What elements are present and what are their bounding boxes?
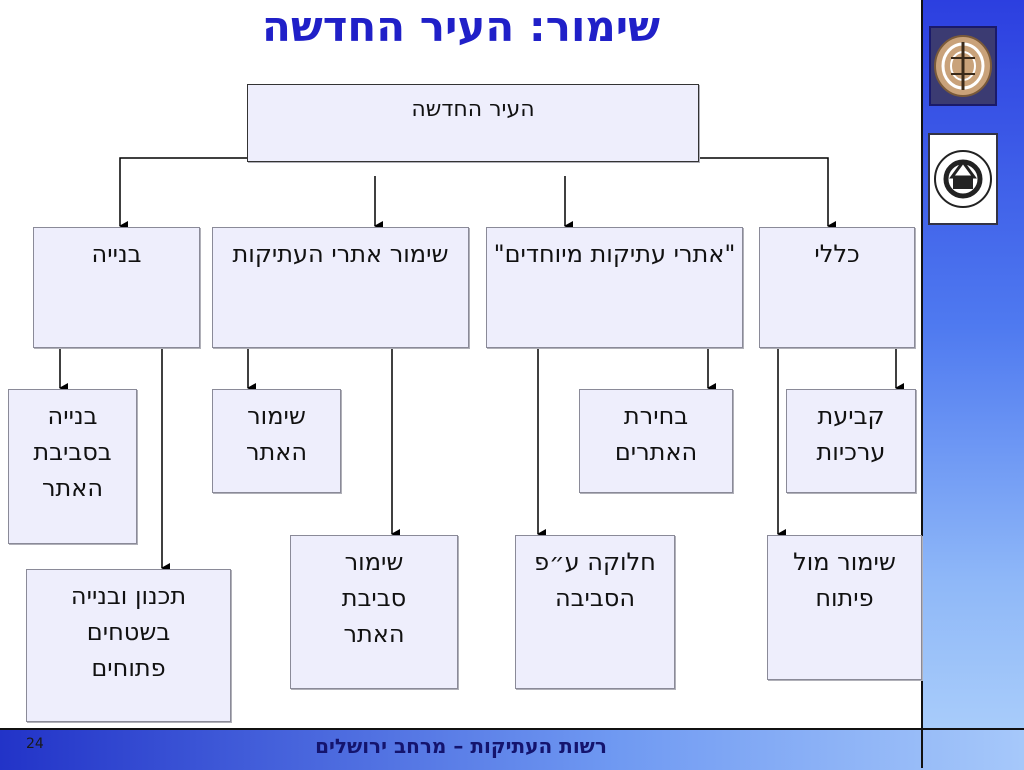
values-label: קביעת ערכיות [816, 402, 886, 466]
plan-open-label: תכנון ובנייה בשטחים פתוחים [70, 582, 187, 682]
footer-text: רשות העתיקות – מרחב ירושלים [315, 734, 607, 758]
page-title: שימור: העיר החדשה [262, 2, 660, 51]
special-sites-label: "אתרי עתיקות מיוחדים" [493, 240, 736, 268]
preserve-env-box: שימור סביבת האתר [290, 535, 458, 689]
iaa-logo-icon [929, 26, 997, 106]
build-env-box: בנייה בסביבת האתר [8, 389, 137, 544]
preserve-sites-label: שימור אתרי העתיקות [232, 240, 449, 268]
world-heritage-logo-icon [928, 133, 998, 225]
preserve-site-box: שימור האתר [212, 389, 341, 493]
footer-bar [0, 728, 1024, 770]
footer-divider [921, 728, 923, 768]
division-env-box: חלוקה ע״פ הסביבה [515, 535, 675, 689]
preserve-vs-dev-box: שימור מול פיתוח [767, 535, 922, 680]
division-env-label: חלוקה ע״פ הסביבה [534, 548, 656, 612]
build-env-label: בנייה בסביבת האתר [33, 402, 112, 502]
sidebar-panel [922, 0, 1024, 728]
preserve-site-label: שימור האתר [245, 402, 308, 466]
preserve-sites-box: שימור אתרי העתיקות [212, 227, 469, 348]
general-box: כללי [759, 227, 915, 348]
plan-open-box: תכנון ובנייה בשטחים פתוחים [26, 569, 231, 722]
preserve-vs-dev-label: שימור מול פיתוח [793, 548, 896, 612]
sidebar-divider [921, 0, 923, 768]
root-label: העיר החדשה [411, 97, 535, 122]
special-sites-box: "אתרי עתיקות מיוחדים" [486, 227, 743, 348]
connector-lines [59, 157, 904, 573]
building-label: בנייה [91, 240, 142, 268]
preserve-env-label: שימור סביבת האתר [341, 548, 407, 648]
building-box: בנייה [33, 227, 200, 348]
page-number: 24 [26, 736, 44, 752]
values-box: קביעת ערכיות [786, 389, 916, 493]
choose-sites-label: בחירת האתרים [614, 402, 698, 466]
general-label: כללי [814, 240, 860, 268]
root-box: העיר החדשה [247, 84, 699, 162]
choose-sites-box: בחירת האתרים [579, 389, 733, 493]
